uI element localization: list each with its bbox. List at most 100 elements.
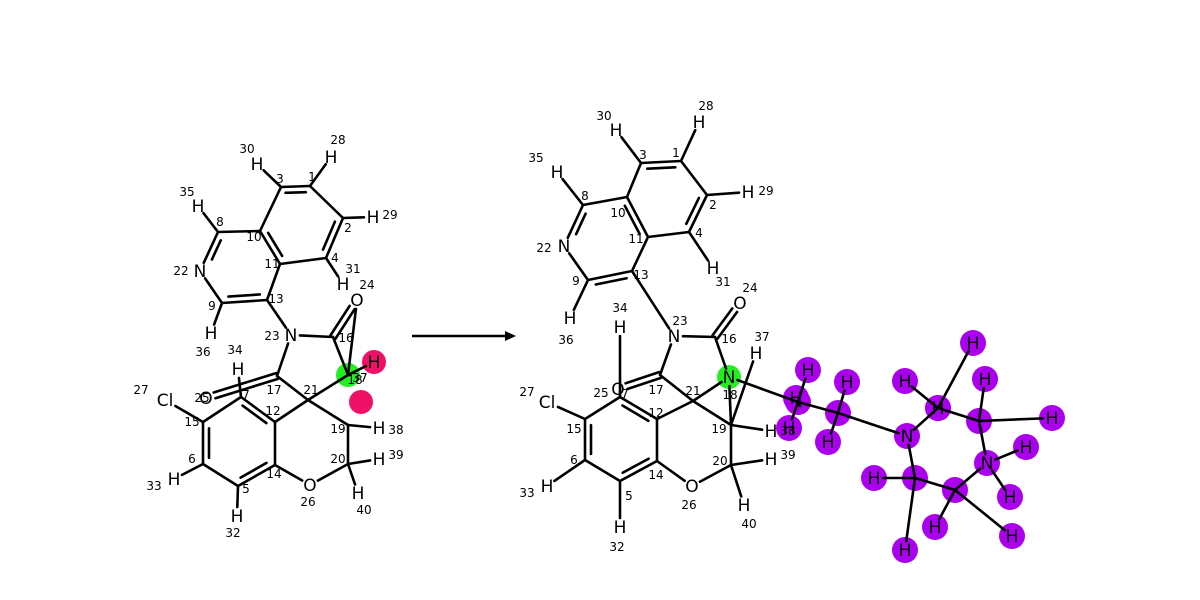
single-bond [907, 443, 917, 480]
single-bond [561, 177, 585, 207]
atom-symbol: H [765, 422, 778, 442]
single-bond [174, 404, 205, 424]
atom-symbol: O [350, 291, 363, 311]
atom-number: 8 [581, 189, 589, 203]
atom-number: 13 [633, 268, 648, 282]
single-bond [308, 184, 345, 220]
single-bond [953, 488, 1007, 532]
double-bond-outer [618, 459, 659, 483]
single-bond [346, 364, 368, 377]
double-bond-inner [594, 276, 628, 286]
double-bond-inner [284, 190, 308, 195]
double-bond-outer [220, 298, 269, 305]
atom-symbol: H [742, 183, 755, 203]
single-bond [583, 395, 622, 421]
double-bond-inner [241, 404, 268, 425]
atom-number: 26 [300, 495, 315, 509]
atom-symbol: O [199, 389, 212, 409]
atom-number: 19 [330, 422, 345, 436]
atom-symbol: O [303, 476, 316, 496]
single-bond [265, 262, 282, 302]
atom-number: 2 [344, 221, 352, 235]
added-fragment-highlight [776, 415, 802, 441]
atom-number: 34 [612, 301, 627, 315]
single-bond [216, 229, 262, 234]
single-bond [790, 400, 800, 421]
leaving-atom-highlight [349, 390, 373, 414]
single-bond [273, 398, 310, 424]
atom-symbol: H [367, 208, 380, 228]
atom-number: 15 [566, 422, 581, 436]
atom-number: 22 [173, 264, 188, 278]
atom-symbol: H [738, 496, 751, 516]
single-bond [275, 342, 290, 378]
atom-number: 24 [742, 281, 757, 295]
double-bond-outer [586, 269, 634, 282]
atom-number: 6 [188, 452, 196, 466]
single-bond [691, 380, 723, 403]
atom-symbol: Cl [539, 393, 556, 413]
double-bond-inner [574, 212, 587, 236]
single-bond [556, 405, 587, 421]
atom-symbol: H [373, 419, 386, 439]
atom-highlights [336, 330, 1065, 563]
reaction-arrow [412, 331, 516, 341]
atom-symbol: H [337, 275, 350, 295]
fragment-atom-symbol: H [868, 469, 881, 489]
atom-number: 6 [570, 453, 578, 467]
atom-number: 36 [195, 345, 210, 359]
atom-number: 10 [610, 206, 625, 220]
single-bond [273, 463, 304, 482]
single-bond [705, 191, 741, 197]
added-fragment-highlight [1039, 405, 1065, 431]
single-bond [346, 307, 358, 377]
single-bond [990, 469, 1007, 491]
atom-symbol: H [707, 259, 720, 279]
single-bond [298, 334, 335, 339]
atom-symbol: O [733, 294, 746, 314]
single-bond [346, 459, 372, 466]
atom-number: 8 [216, 215, 224, 229]
double-bond-inner [621, 404, 650, 423]
atom-number: 27 [519, 385, 534, 399]
single-bond [553, 458, 587, 483]
atom-symbol: H [693, 113, 706, 133]
single-bond [658, 373, 695, 403]
single-bond [235, 484, 240, 509]
single-bond [736, 378, 800, 404]
single-bond [346, 462, 357, 486]
atom-number: 17 [266, 383, 281, 397]
fragment-atom-symbol: H [967, 334, 980, 354]
double-bond-outer [258, 229, 282, 266]
added-fragment-highlight [861, 465, 887, 491]
fragment-atom-symbol: H [979, 370, 992, 390]
atom-number: 17 [648, 383, 663, 397]
single-bond [977, 386, 986, 423]
atom-symbol: H [541, 477, 554, 497]
single-bond [977, 419, 987, 456]
fragment-atom-symbol: H [822, 433, 835, 453]
bonds [174, 128, 1045, 543]
single-bond [331, 335, 350, 377]
single-bond [655, 399, 695, 421]
single-bond [912, 406, 940, 432]
fragment-atom-symbol: H [841, 373, 854, 393]
single-bond [306, 373, 350, 402]
single-bond [572, 278, 590, 312]
single-bond [679, 159, 709, 197]
atom-number: 34 [227, 343, 242, 357]
single-bond [729, 459, 764, 467]
double-bond-inner [623, 204, 641, 236]
atom-symbol: H [368, 353, 381, 373]
atom-symbol: H [352, 484, 365, 504]
added-fragment-highlight [922, 514, 948, 540]
double-bond-inner [210, 239, 223, 261]
added-fragment-highlight [815, 429, 841, 455]
atom-number: 29 [382, 208, 397, 222]
fragment-atom-symbol: H [1004, 488, 1017, 508]
single-bond [658, 343, 673, 377]
fragment-atom-symbol: H [1020, 438, 1033, 458]
fragment-atom-symbol: H [899, 372, 912, 392]
atom-number: 39 [388, 448, 403, 462]
single-bond [728, 384, 733, 427]
